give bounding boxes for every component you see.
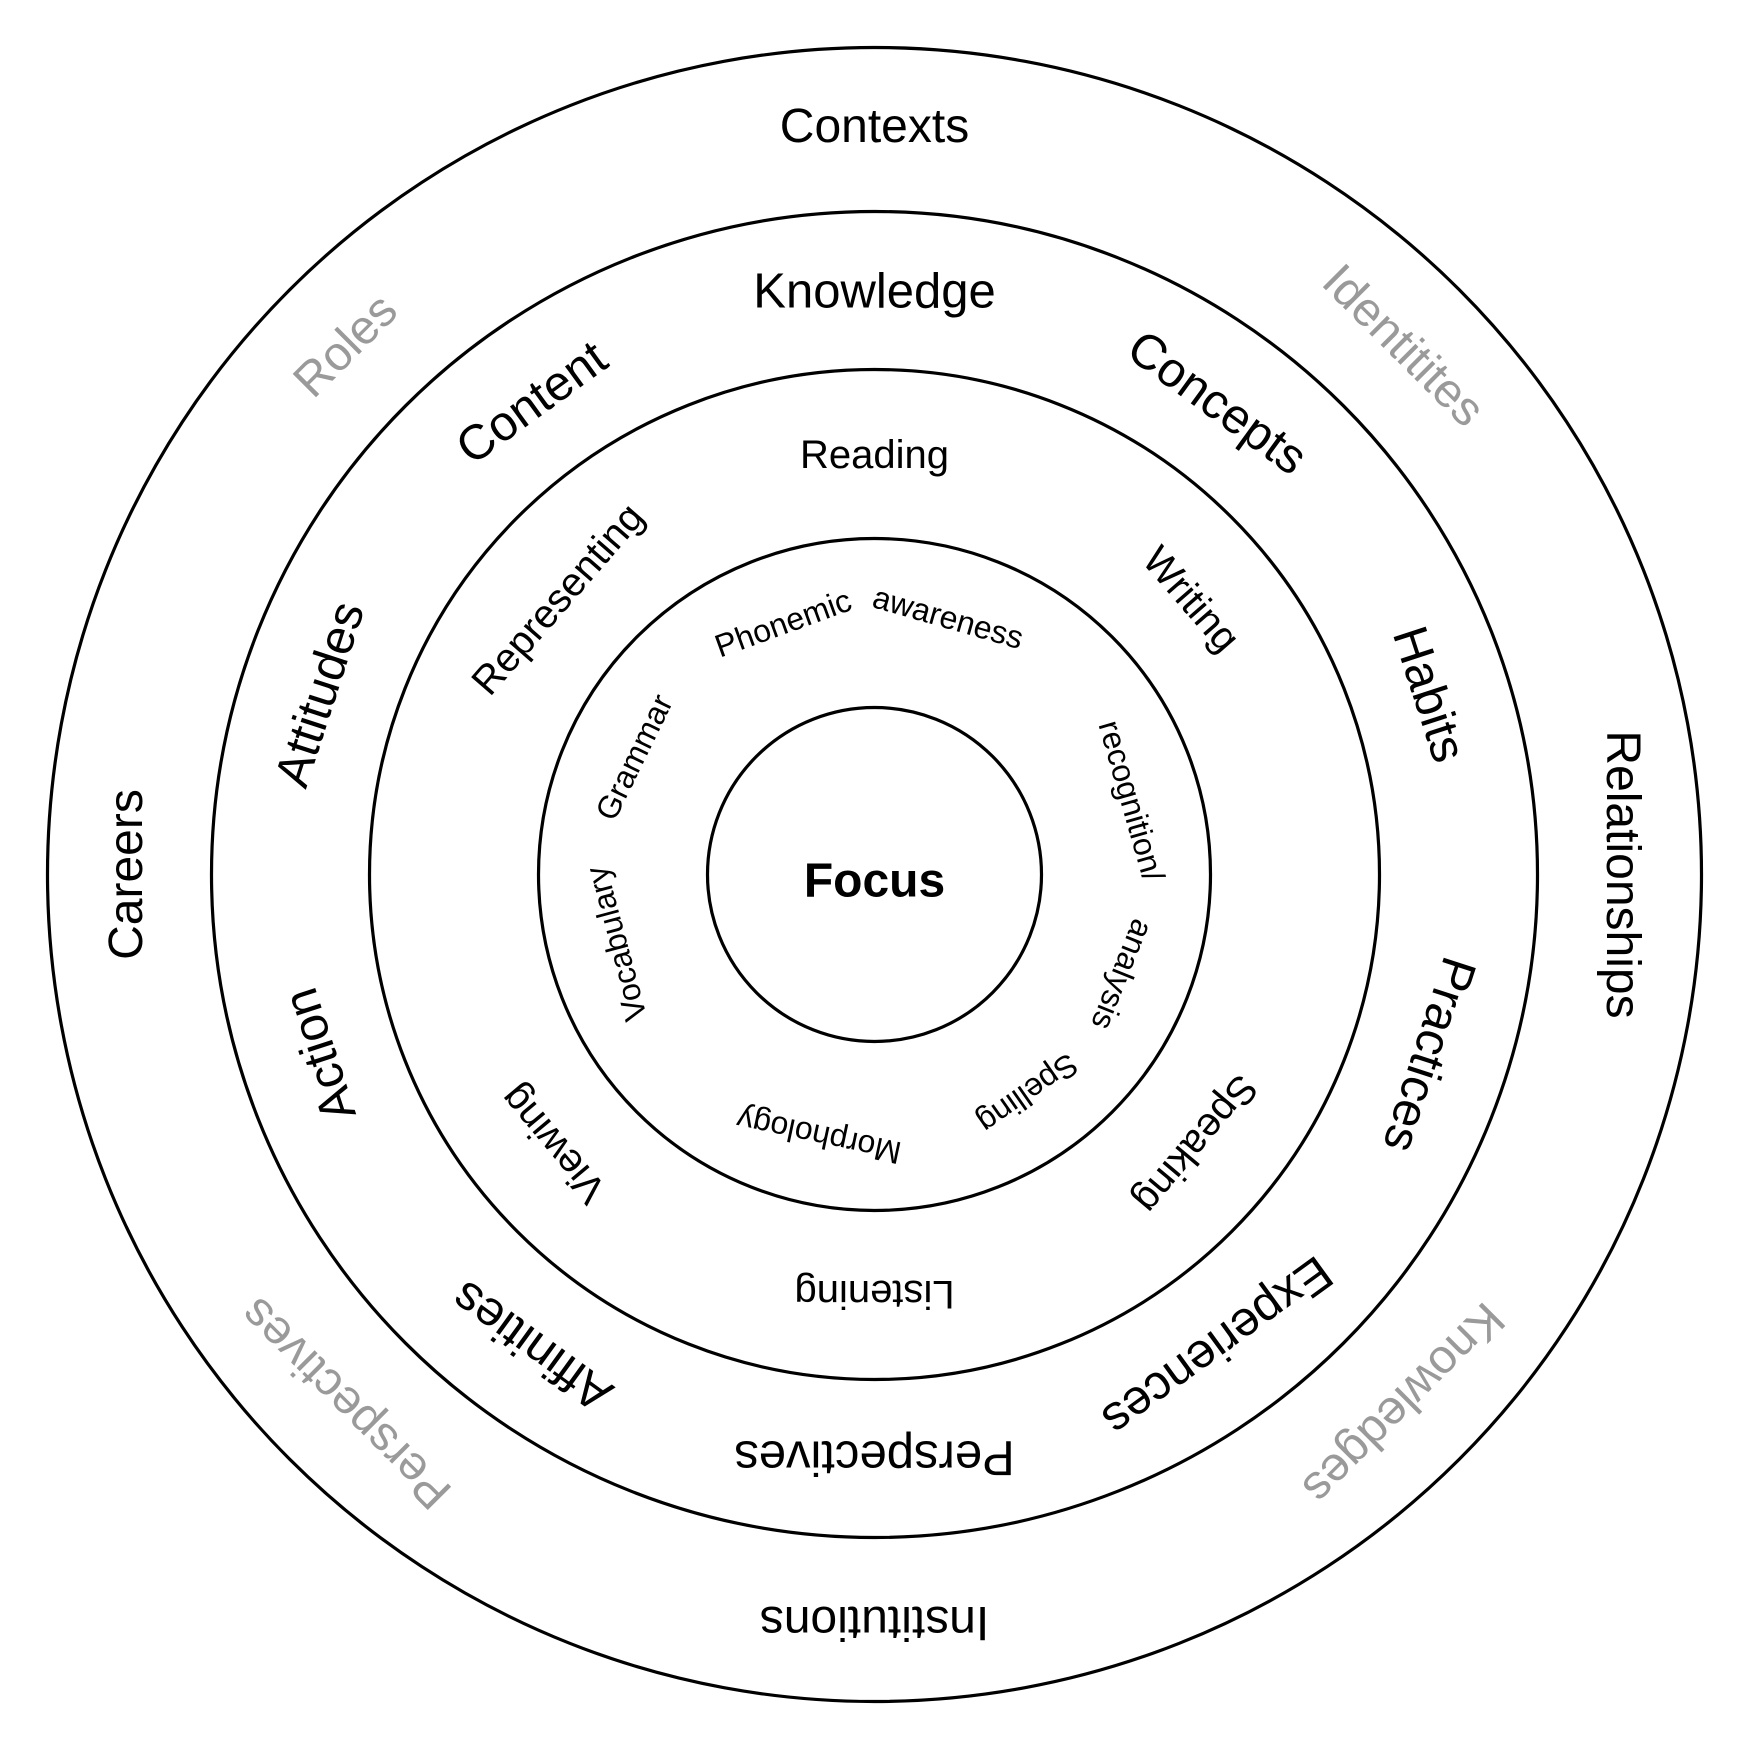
- ring-modes: [367, 367, 1382, 1382]
- ring-label: Listening: [794, 1272, 954, 1316]
- ring-label: Careers: [100, 789, 153, 960]
- circle-skills: [536, 536, 1213, 1213]
- ring-label: Reading: [800, 433, 949, 477]
- ring-label: Perspectives: [734, 1431, 1015, 1485]
- circle-focus: [705, 705, 1044, 1044]
- ring-label: Institutions: [760, 1596, 989, 1649]
- circle-knowledge: [209, 209, 1540, 1540]
- ring-label: Knowledge: [753, 264, 995, 318]
- focus-label: Focus: [804, 855, 945, 908]
- circle-modes: [367, 367, 1382, 1382]
- ring-knowledge: [209, 209, 1540, 1540]
- ring-label: Contexts: [780, 100, 969, 153]
- outer-ring-contexts: [45, 45, 1704, 1704]
- ring-skills: [536, 536, 1213, 1213]
- circle-contexts: [45, 45, 1704, 1704]
- ring-label: Relationships: [1596, 730, 1649, 1018]
- center-focus: Focus: [705, 705, 1044, 1044]
